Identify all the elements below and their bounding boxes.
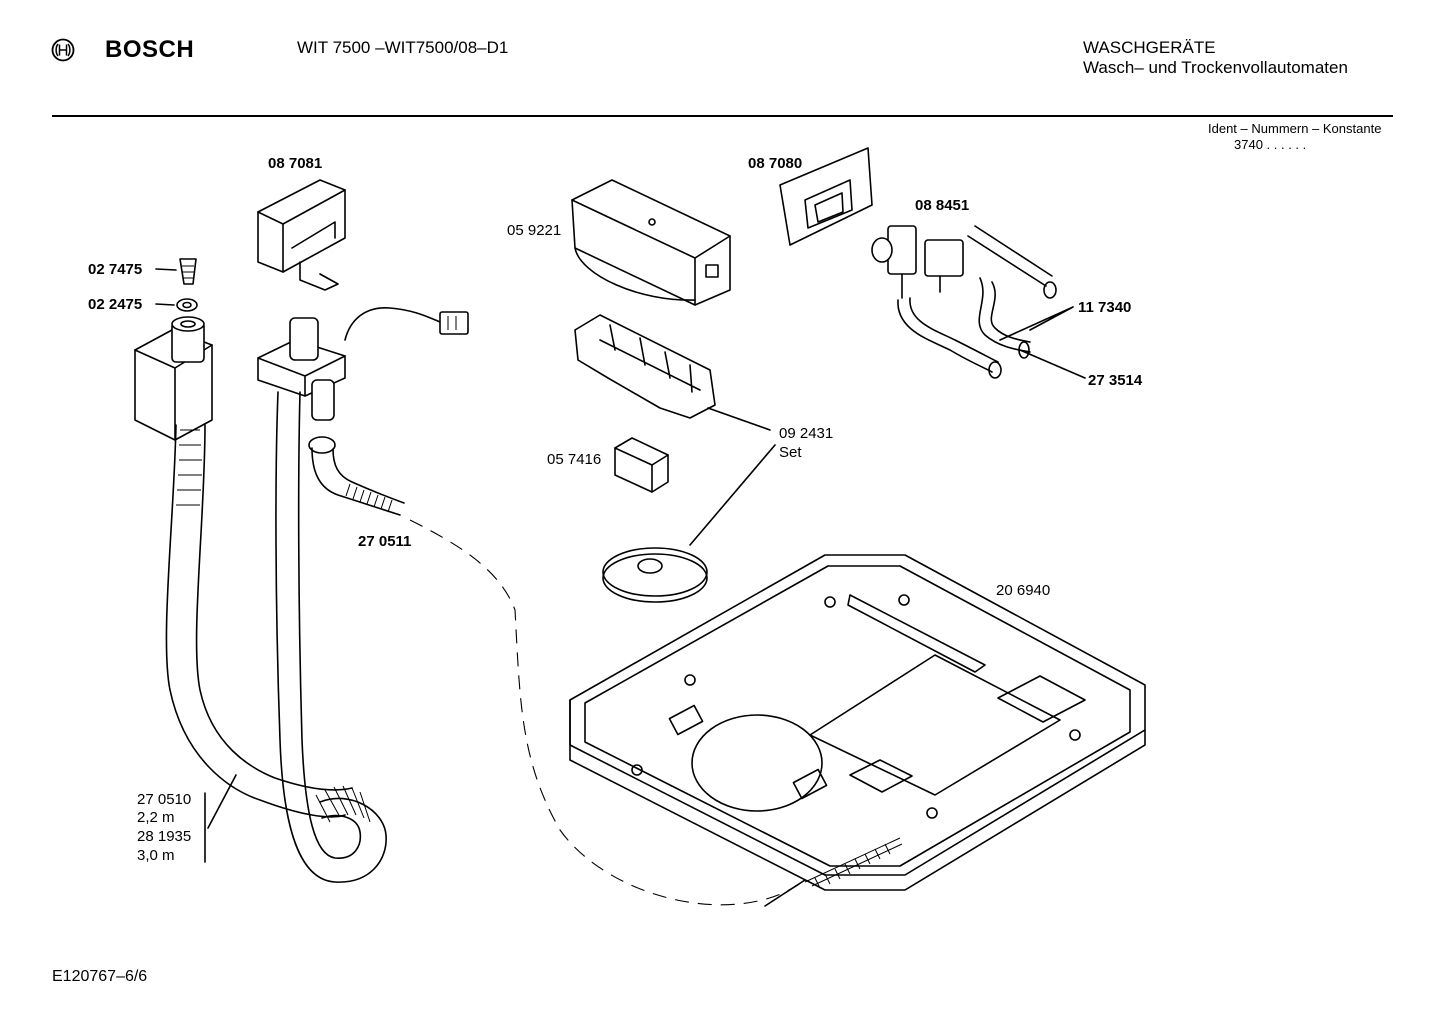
part-label-092431: 09 2431 (779, 425, 834, 442)
inlet-hose-part (134, 316, 353, 818)
part-label-057416: 05 7416 (547, 451, 602, 468)
cover-part (571, 179, 731, 306)
part-label-117340: 11 7340 (1078, 299, 1132, 316)
washer-part (155, 298, 198, 312)
base-plate-part (569, 554, 1146, 891)
document-id: E120767–6/6 (52, 968, 148, 985)
part-label-087080: 08 7080 (748, 155, 803, 172)
ident-label: Ident – Nummern – Konstante (1208, 121, 1382, 136)
valve-part (871, 225, 964, 299)
model-number: WIT 7500 –WIT7500/08–D1 (297, 38, 509, 57)
header-rule (52, 115, 1393, 117)
foot-disc-part (602, 444, 776, 603)
small-hose-part (308, 436, 806, 906)
part-label-273514: 27 3514 (1088, 372, 1143, 389)
drain-hose-part (257, 307, 469, 883)
bracket-cover-part (257, 179, 346, 291)
valve-hoses-part (897, 225, 1086, 379)
part-label-027475: 02 7475 (88, 261, 143, 278)
part-label-088451: 08 8451 (915, 197, 970, 214)
brand-name: BOSCH (105, 36, 195, 63)
hose-2-length: 3,0 m (137, 847, 175, 864)
ident-value: 3740 . . . . . . (1234, 137, 1307, 152)
filter-sieve-part (155, 258, 197, 285)
mount-part (574, 314, 771, 431)
switch-part (614, 437, 669, 493)
category-title: WASCHGERÄTE (1083, 38, 1216, 57)
hose-2-part-number: 28 1935 (137, 828, 192, 845)
bosch-logo-icon (51, 38, 75, 62)
part-label-206940: 20 6940 (996, 582, 1051, 599)
part-label-087081: 08 7081 (268, 155, 323, 172)
plate-part (779, 147, 873, 246)
hose-1-length: 2,2 m (137, 809, 175, 826)
hose-1-part-number: 27 0510 (137, 791, 192, 808)
part-label-022475: 02 2475 (88, 296, 143, 313)
part-label-270511: 27 0511 (358, 533, 412, 550)
category-subtitle: Wasch– und Trockenvollautomaten (1083, 58, 1348, 77)
part-label-059221: 05 9221 (507, 222, 562, 239)
part-label-092431-note: Set (779, 444, 802, 461)
